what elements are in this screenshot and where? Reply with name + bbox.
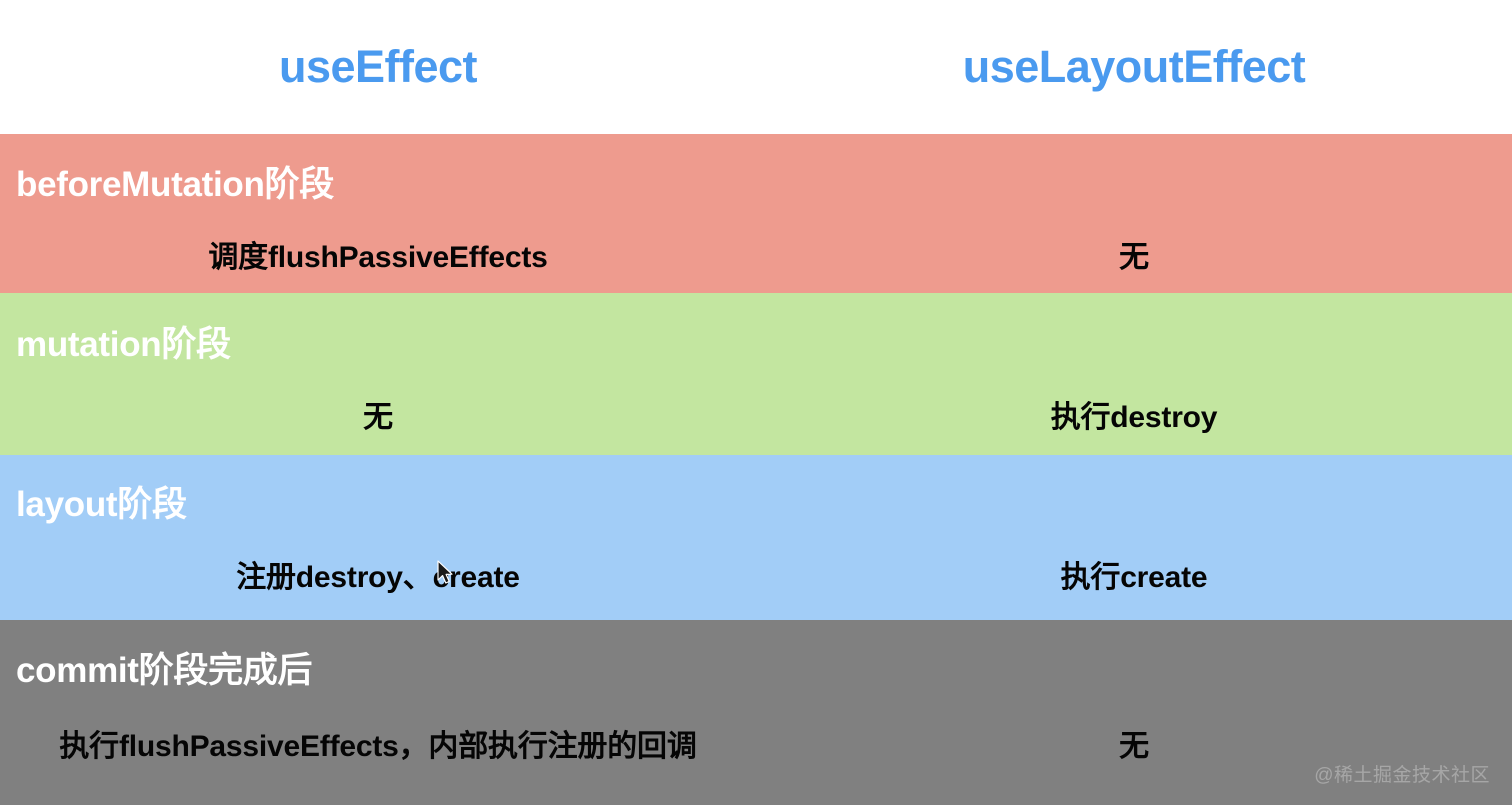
column-title-useeffect: useEffect	[278, 41, 478, 92]
beforemutation-uselayouteffect-value: 无	[1119, 241, 1149, 274]
phase-row-mutation: mutation阶段 无 执行destroy	[0, 293, 1512, 455]
layout-uselayouteffect-value: 执行create	[1060, 561, 1208, 594]
watermark-text: @稀土掘金技术社区	[1314, 765, 1490, 786]
phase-values-layout: 注册destroy、create 执行create	[0, 543, 1512, 605]
mutation-uselayouteffect-value: 执行destroy	[1050, 401, 1218, 434]
commit-uselayouteffect-value: 无	[1119, 730, 1149, 763]
phase-row-beforemutation: beforeMutation阶段 调度flushPassiveEffects 无	[0, 134, 1512, 293]
layout-useeffect-value: 注册destroy、create	[236, 561, 520, 594]
table-header-row: useEffect useLayoutEffect	[0, 0, 1512, 134]
header-cell-uselayouteffect: useLayoutEffect	[756, 0, 1512, 134]
column-title-uselayouteffect: useLayoutEffect	[962, 41, 1306, 92]
mutation-useeffect-value: 无	[363, 401, 393, 434]
beforemutation-useeffect-value: 调度flushPassiveEffects	[208, 241, 548, 274]
phase-row-layout: layout阶段 注册destroy、create 执行create	[0, 455, 1512, 620]
phase-label-layout: layout阶段	[16, 485, 187, 524]
phase-label-commit: commit阶段完成后	[16, 651, 313, 690]
phase-values-mutation: 无 执行destroy	[0, 383, 1512, 445]
phase-values-commit: 执行flushPassiveEffects，内部执行注册的回调 无	[0, 712, 1512, 774]
phase-values-beforemutation: 调度flushPassiveEffects 无	[0, 223, 1512, 285]
commit-useeffect-value: 执行flushPassiveEffects，内部执行注册的回调	[59, 730, 697, 763]
phase-label-mutation: mutation阶段	[16, 325, 231, 364]
phase-label-beforemutation: beforeMutation阶段	[16, 165, 334, 204]
phase-row-commit: commit阶段完成后 执行flushPassiveEffects，内部执行注册…	[0, 620, 1512, 805]
header-cell-useeffect: useEffect	[0, 0, 756, 134]
